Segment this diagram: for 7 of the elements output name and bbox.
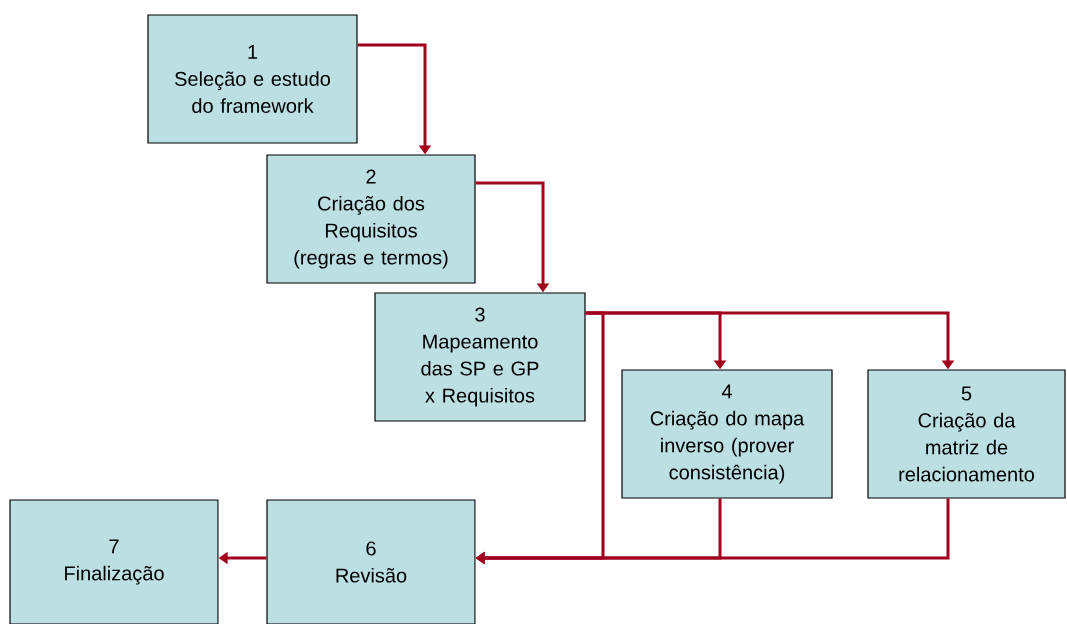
process-box: 1 Seleção e estudo do framework xyxy=(147,14,358,144)
process-box: 2 Criação dos Requisitos (regras e termos) xyxy=(266,154,476,284)
process-box: 7 Finalização xyxy=(9,499,219,624)
process-box: 6 Revisão xyxy=(266,499,476,624)
process-box: 5 Criação da matriz de relacionamento xyxy=(867,369,1066,499)
process-box: 4 Criação do mapa inverso (prover consistência) xyxy=(621,369,833,499)
process-box: 3 Mapeamento das SP e GP x Requisitos xyxy=(374,292,586,422)
